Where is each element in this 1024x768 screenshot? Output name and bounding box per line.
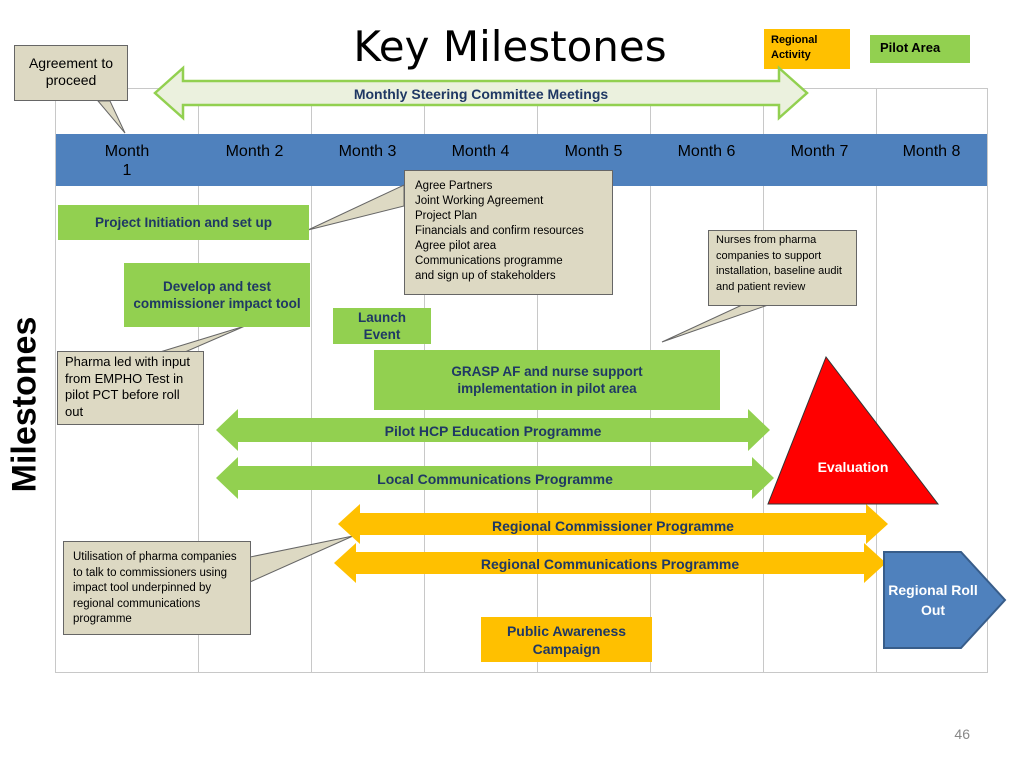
month-1-label: Month 1 (104, 143, 150, 179)
month-7-label: Month 7 (790, 143, 849, 160)
month-8-label: Month 8 (902, 143, 961, 160)
callout-line: Joint Working Agreement (415, 195, 544, 207)
regional-comms-arrow-shape (334, 543, 886, 583)
evaluation-label: Evaluation (817, 459, 889, 475)
evaluation-triangle (767, 355, 940, 505)
steering-arrow-shape (153, 65, 809, 121)
grid-line (311, 88, 312, 673)
callout-line: Agree Partners (415, 180, 493, 192)
nurses-callout: Nurses from pharma companies to support … (708, 230, 857, 306)
regional-commissioner-arrow-shape (338, 504, 888, 544)
month-6-label: Month 6 (677, 143, 736, 160)
pharma-callout-tail (159, 325, 246, 353)
steering-arrow-label: Monthly Steering Committee Meetings (353, 86, 609, 102)
milestones-side-label: Milestones (5, 316, 44, 493)
project-initiation-box: Project Initiation and set up (58, 205, 309, 240)
page-number: 46 (954, 726, 970, 742)
page-title: Key Milestones (353, 22, 667, 71)
month-4-label: Month 4 (451, 143, 510, 160)
regional-commissioner-arrow-label: Regional Commissioner Programme (492, 518, 734, 534)
develop-tool-box: Develop and test commissioner impact too… (124, 263, 310, 327)
agree-partners-callout-tail (307, 184, 405, 231)
pharma-callout: Pharma led with input from EMPHO Test in… (57, 351, 204, 425)
agree-partners-callout: Agree Partners Joint Working Agreement P… (404, 170, 613, 295)
local-comms-arrow-label: Local Communications Programme (377, 471, 613, 487)
launch-event-box: Launch Event (333, 308, 431, 344)
agreement-callout-tail (96, 100, 126, 134)
agreement-callout: Agreement to proceed (14, 45, 128, 101)
callout-line: Agree pilot area (415, 240, 497, 252)
regional-rollout-shape (883, 551, 1007, 649)
nurses-callout-tail (661, 304, 769, 343)
regional-comms-arrow-label: Regional Communications Programme (480, 556, 740, 572)
month-3-label: Month 3 (338, 143, 397, 160)
pilot-hcp-arrow-shape (216, 409, 770, 451)
legend-regional-activity: Regional Activity (764, 29, 850, 69)
callout-line: Financials and confirm resources (415, 225, 584, 237)
callout-line: Communications programme (415, 255, 563, 267)
month-2-label: Month 2 (225, 143, 284, 160)
regional-rollout-label: Regional Roll Out (888, 582, 978, 618)
callout-line: and sign up of stakeholders (415, 270, 556, 282)
legend-pilot-area: Pilot Area (870, 35, 970, 63)
utilisation-callout: Utilisation of pharma companies to talk … (63, 541, 251, 635)
pilot-hcp-arrow-label: Pilot HCP Education Programme (384, 423, 602, 439)
grasp-box: GRASP AF and nurse support implementatio… (374, 350, 720, 410)
public-awareness-box: Public Awareness Campaign (481, 617, 652, 662)
grid-line (763, 88, 764, 673)
month-5-label: Month 5 (564, 143, 623, 160)
local-comms-arrow-shape (216, 457, 774, 499)
utilisation-callout-tail (249, 535, 354, 583)
callout-line: Project Plan (415, 210, 478, 222)
grid-line (876, 88, 877, 673)
